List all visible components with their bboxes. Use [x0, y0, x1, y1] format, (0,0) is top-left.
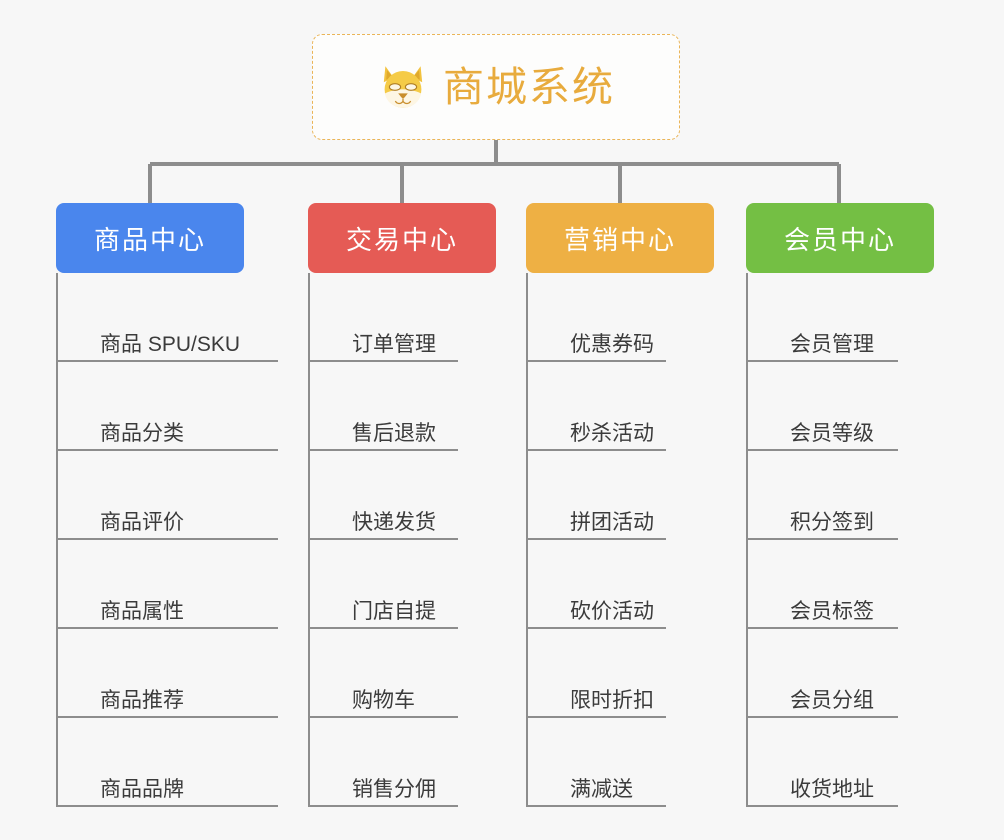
- leaf-item[interactable]: 商品推荐: [56, 629, 278, 718]
- leaf-underline: [526, 805, 666, 807]
- category-column: 交易中心订单管理售后退款快递发货门店自提购物车销售分佣: [308, 203, 496, 807]
- category-header-label: 会员中心: [783, 224, 896, 255]
- leaf-item-label: 会员等级: [790, 422, 874, 445]
- column-spine: [56, 273, 58, 807]
- category-header-0[interactable]: 商品中心: [56, 203, 244, 273]
- category-header-3[interactable]: 会员中心: [746, 203, 934, 273]
- leaf-item[interactable]: 满减送: [526, 718, 714, 807]
- leaf-list: 商品 SPU/SKU 商品分类商品评价商品属性商品推荐商品品牌: [56, 273, 278, 807]
- leaf-list: 订单管理售后退款快递发货门店自提购物车销售分佣: [308, 273, 496, 807]
- leaf-item-label: 收货地址: [790, 778, 874, 801]
- leaf-underline: [746, 716, 898, 718]
- leaf-underline: [526, 449, 666, 451]
- leaf-list: 会员管理会员等级积分签到会员标签会员分组收货地址: [746, 273, 934, 807]
- leaf-item-label: 秒杀活动: [570, 422, 654, 445]
- leaf-item[interactable]: 购物车: [308, 629, 496, 718]
- leaf-underline: [308, 360, 458, 362]
- category-column: 商品中心商品 SPU/SKU 商品分类商品评价商品属性商品推荐商品品牌: [56, 203, 278, 807]
- category-header-1[interactable]: 交易中心: [308, 203, 496, 273]
- leaf-item[interactable]: 门店自提: [308, 540, 496, 629]
- leaf-item[interactable]: 商品 SPU/SKU: [56, 273, 278, 362]
- leaf-item-label: 门店自提: [352, 600, 436, 623]
- leaf-item-label: 商品品牌: [100, 778, 184, 801]
- category-header-label: 营销中心: [563, 224, 676, 255]
- leaf-item[interactable]: 会员分组: [746, 629, 934, 718]
- leaf-item[interactable]: 快递发货: [308, 451, 496, 540]
- category-column: 营销中心优惠券码秒杀活动拼团活动砍价活动限时折扣满减送: [526, 203, 714, 807]
- leaf-item-label: 满减送: [570, 778, 633, 801]
- leaf-item[interactable]: 会员标签: [746, 540, 934, 629]
- leaf-item[interactable]: 砍价活动: [526, 540, 714, 629]
- leaf-item[interactable]: 收货地址: [746, 718, 934, 807]
- leaf-item-label: 拼团活动: [570, 511, 654, 534]
- leaf-item-label: 商品推荐: [100, 689, 184, 712]
- leaf-item-label: 会员管理: [790, 333, 874, 356]
- leaf-item-label: 商品 SPU/SKU: [100, 333, 241, 356]
- leaf-item[interactable]: 秒杀活动: [526, 362, 714, 451]
- leaf-item-label: 销售分佣: [352, 778, 436, 801]
- leaf-underline: [746, 805, 898, 807]
- leaf-item-label: 商品评价: [100, 511, 184, 534]
- leaf-underline: [308, 627, 458, 629]
- leaf-item-label: 购物车: [352, 689, 415, 712]
- leaf-item[interactable]: 积分签到: [746, 451, 934, 540]
- leaf-underline: [526, 627, 666, 629]
- leaf-item[interactable]: 会员管理: [746, 273, 934, 362]
- root-title: 商城系统: [443, 63, 615, 110]
- leaf-underline: [56, 449, 278, 451]
- leaf-item[interactable]: 商品属性: [56, 540, 278, 629]
- leaf-item[interactable]: 商品评价: [56, 451, 278, 540]
- leaf-underline: [56, 627, 278, 629]
- leaf-underline: [308, 805, 458, 807]
- leaf-item[interactable]: 订单管理: [308, 273, 496, 362]
- leaf-underline: [746, 627, 898, 629]
- leaf-underline: [308, 716, 458, 718]
- leaf-item-label: 商品属性: [100, 600, 184, 623]
- leaf-underline: [526, 360, 666, 362]
- leaf-item-label: 积分签到: [790, 511, 874, 534]
- leaf-underline: [526, 716, 666, 718]
- root-node[interactable]: 商城系统: [312, 34, 680, 140]
- leaf-item[interactable]: 销售分佣: [308, 718, 496, 807]
- column-spine: [526, 273, 528, 807]
- leaf-item[interactable]: 优惠券码: [526, 273, 714, 362]
- leaf-item[interactable]: 拼团活动: [526, 451, 714, 540]
- leaf-item[interactable]: 会员等级: [746, 362, 934, 451]
- leaf-underline: [56, 716, 278, 718]
- leaf-underline: [56, 360, 278, 362]
- leaf-underline: [56, 805, 278, 807]
- leaf-item-label: 会员标签: [790, 600, 874, 623]
- leaf-underline: [56, 538, 278, 540]
- leaf-underline: [526, 538, 666, 540]
- leaf-item[interactable]: 商品分类: [56, 362, 278, 451]
- leaf-underline: [308, 449, 458, 451]
- leaf-item-label: 售后退款: [352, 422, 436, 445]
- leaf-item[interactable]: 限时折扣: [526, 629, 714, 718]
- category-header-label: 商品中心: [93, 224, 206, 255]
- leaf-underline: [746, 449, 898, 451]
- category-header-label: 交易中心: [345, 224, 458, 255]
- leaf-underline: [746, 538, 898, 540]
- column-spine: [746, 273, 748, 807]
- category-column: 会员中心会员管理会员等级积分签到会员标签会员分组收货地址: [746, 203, 934, 807]
- leaf-item[interactable]: 售后退款: [308, 362, 496, 451]
- leaf-item-label: 快递发货: [352, 511, 436, 534]
- leaf-item-label: 砍价活动: [570, 600, 654, 623]
- leaf-item-label: 会员分组: [790, 689, 874, 712]
- leaf-item-label: 订单管理: [352, 333, 436, 356]
- leaf-item-label: 商品分类: [100, 422, 184, 445]
- leaf-list: 优惠券码秒杀活动拼团活动砍价活动限时折扣满减送: [526, 273, 714, 807]
- leaf-item-label: 优惠券码: [570, 333, 654, 356]
- shiba-inu-emoji: [383, 66, 423, 108]
- leaf-item-label: 限时折扣: [570, 689, 654, 712]
- leaf-underline: [308, 538, 458, 540]
- column-spine: [308, 273, 310, 807]
- category-header-2[interactable]: 营销中心: [526, 203, 714, 273]
- leaf-item[interactable]: 商品品牌: [56, 718, 278, 807]
- leaf-underline: [746, 360, 898, 362]
